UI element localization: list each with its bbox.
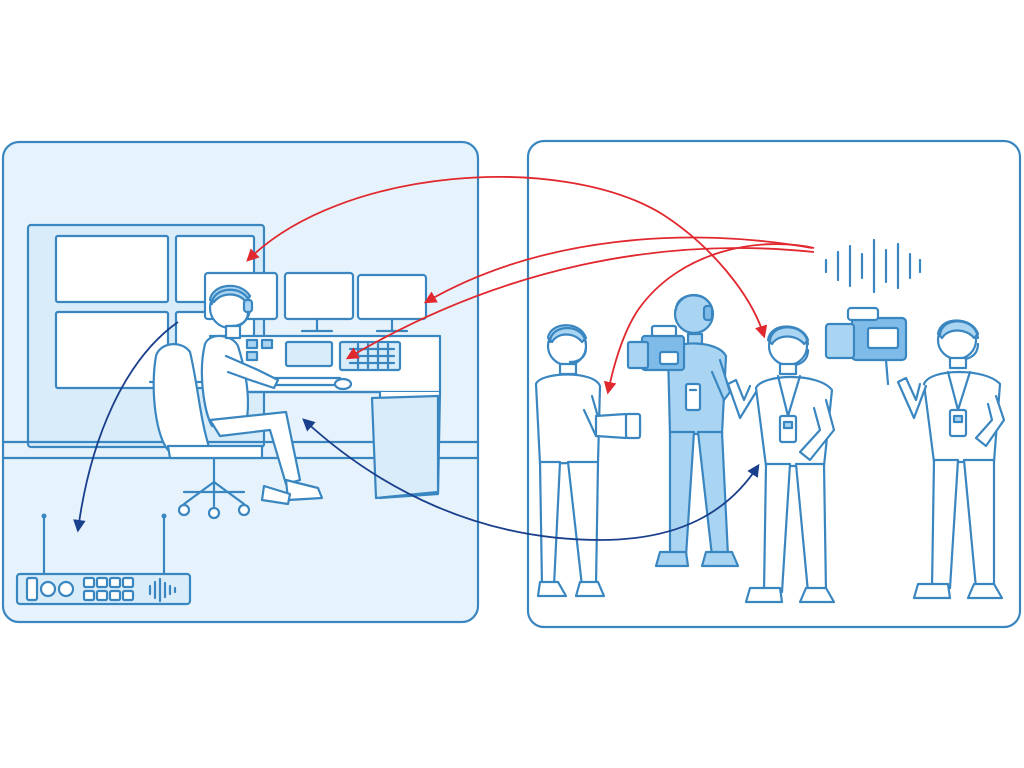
director (200, 284, 324, 506)
link-director-presenter (302, 418, 760, 541)
link-director-camera-operator-center (246, 176, 768, 339)
control-room-panel (1, 140, 480, 624)
rack-transceiver (15, 513, 192, 606)
camera-icon (594, 412, 642, 440)
link-audio-monitor-wall (423, 236, 813, 304)
link-audio-control-console (345, 247, 815, 360)
link-director-rack-transceiver (73, 321, 179, 533)
camera-operator-right (824, 306, 1006, 600)
handheld-camera (824, 306, 908, 386)
connection-arrows (73, 176, 815, 541)
antenna-icon (41, 513, 167, 578)
link-audio-camera-operator-left (603, 243, 815, 395)
presenter (726, 325, 836, 604)
office-chair (152, 343, 264, 520)
audio-wave-icon (824, 238, 922, 294)
field-crew-panel (526, 139, 1022, 629)
